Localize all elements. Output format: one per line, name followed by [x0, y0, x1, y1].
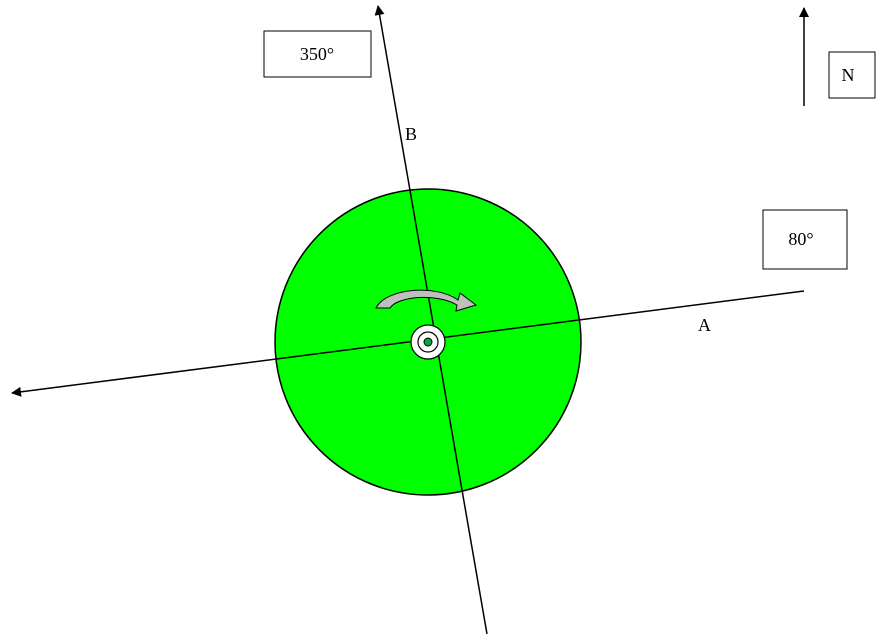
bearing-a-label: 80° [788, 229, 813, 249]
rotation-arrow-icon [375, 289, 478, 312]
bearing-b-box: 350° [263, 30, 372, 78]
north-label: N [842, 65, 855, 85]
bearing-b-label: 350° [300, 44, 334, 64]
bearing-a-box: 80° [762, 209, 848, 270]
north-box: N [828, 51, 876, 99]
pivot-icon [410, 324, 446, 360]
line-a-label: A [698, 315, 711, 335]
line-b-label: B [405, 124, 417, 144]
line-a [11, 290, 805, 397]
line-b [374, 5, 488, 635]
